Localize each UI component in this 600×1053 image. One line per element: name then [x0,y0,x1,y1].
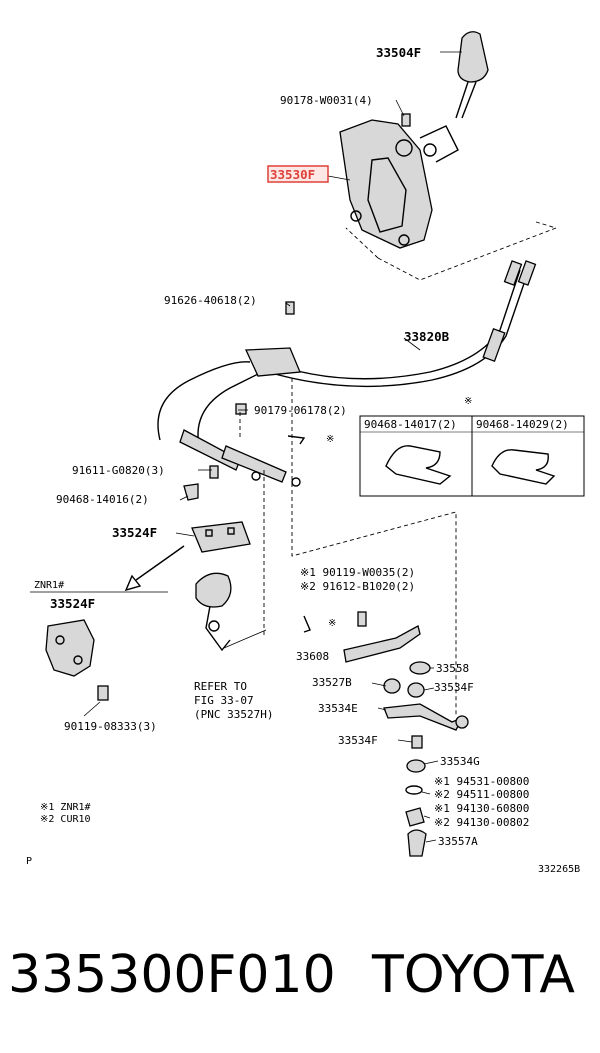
znr1-title: ZNR1# [34,580,64,591]
label-90468-14029: 90468-14029(2) [476,418,569,431]
label-90119-08333: 90119-08333(3) [64,720,157,733]
clip-detail-box [359,415,585,497]
label-94531-00800: ※1 94531-00800 [434,775,529,788]
asterisk-lever: ※ [328,618,336,629]
label-33527B: 33527B [312,676,352,689]
label-91611-G0820: 91611-G0820(3) [72,464,165,477]
footer-part-number: 335300F010 [8,945,336,1005]
label-91626-40618: 91626-40618(2) [164,294,257,307]
label-33524F-inset: 33524F [50,596,95,611]
label-33558: 33558 [436,662,469,675]
label-33608: 33608 [296,650,329,663]
select-lever-assembly [195,572,267,652]
label-94511-00800: ※2 94511-00800 [434,788,529,801]
label-33530F[interactable]: 33530F [270,167,315,182]
shift-lever-assembly [339,31,558,281]
refer-line-1: REFER TO [194,680,247,693]
label-94130-60800: ※1 94130-60800 [434,802,529,815]
label-91612-B1020: ※2 91612-B1020(2) [300,580,415,593]
p-mark: P [26,856,32,867]
label-33534E: 33534E [318,702,358,715]
znr1-inset [30,591,168,701]
label-94130-00802: ※2 94130-00802 [434,816,529,829]
label-33504F: 33504F [376,45,421,60]
bracket-33524F [124,521,251,592]
label-33524F-main: 33524F [112,525,157,540]
label-33534G: 33534G [440,755,480,768]
footer-banner: 335300F010 TOYOTA [0,930,600,1020]
label-90468-14016: 90468-14016(2) [56,493,149,506]
label-90468-14017: 90468-14017(2) [364,418,457,431]
refer-line-2: FIG 33-07 [194,694,254,707]
label-33534F-a: 33534F [434,681,474,694]
refer-line-3: (PNC 33527H) [194,708,273,721]
label-90178-W0031: 90178-W0031(4) [280,94,373,107]
label-90119-W0035: ※1 90119-W0035(2) [300,566,415,579]
asterisk-clip: ※ [326,434,334,445]
shift-cable-assembly [157,260,537,501]
label-33820B: 33820B [404,329,450,344]
parts-diagram: 33504F 90178-W0031(4) 33530F 91626-40618… [26,31,585,875]
figure-code: 332265B [538,864,580,875]
footer-brand: TOYOTA [372,945,575,1005]
label-33534F-b: 33534F [338,734,378,747]
asterisk-clip-box: ※ [464,396,472,407]
note-znr1: ※1 ZNR1# [40,802,91,813]
leader-lines [83,51,462,843]
note-cur10: ※2 CUR10 [40,814,91,825]
label-33557A: 33557A [438,835,478,848]
label-90179-06178: 90179-06178(2) [254,404,347,417]
highlight-33530F [267,165,329,183]
